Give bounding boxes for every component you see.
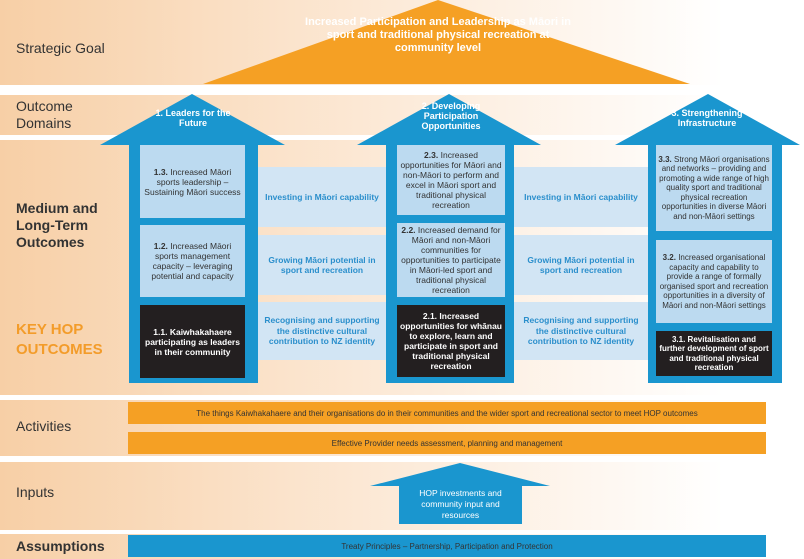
inputs-label: Inputs: [16, 484, 55, 500]
assumptions-label: Assumptions: [16, 538, 105, 554]
domain-title-2: 2. Developing Participation Opportunitie…: [421, 101, 481, 131]
medium-long-term-label: Medium and Long-Term Outcomes: [16, 200, 98, 250]
strip-recognising-2: Recognising and supporting the distincti…: [514, 302, 648, 360]
inputs-arrow: [370, 463, 550, 524]
strategic-goal-label: Strategic Goal: [16, 40, 105, 56]
domain-title-3: 3. Strengthening Infrastructure: [671, 108, 743, 128]
outcome-box-2-3: 2.3. Increased opportunities for Māori a…: [397, 145, 505, 215]
key-outcome-box-3-1: 3.1. Revitalisation and further developm…: [656, 331, 772, 376]
strip-recognising-1: Recognising and supporting the distincti…: [258, 302, 386, 360]
strip-investing-1: Investing in Māori capability: [258, 167, 386, 227]
outcome-domains-label: Outcome Domains: [16, 98, 73, 131]
inputs-text: HOP investments and community input and …: [419, 488, 502, 520]
outcome-box-1-2: 1.2. Increased Māori sports management c…: [140, 225, 245, 297]
strategic-goal-text: Increased Participation and Leadership a…: [305, 16, 571, 54]
outcome-box-3-3: 3.3. Strong Māori organisations and netw…: [656, 145, 772, 231]
activities-bar-2: Effective Provider needs assessment, pla…: [128, 432, 766, 454]
outcome-box-1-3: 1.3. Increased Māori sports leadership –…: [140, 145, 245, 218]
strip-growing-2: Growing Māori potential in sport and rec…: [514, 235, 648, 295]
outcome-box-2-2: 2.2. Increased demand for Māori and non-…: [397, 223, 505, 297]
goal-triangle: [203, 0, 690, 84]
key-outcome-box-2-1: 2.1. Increased opportunities for whānau …: [397, 305, 505, 377]
activities-bar-1: The things Kaiwhakahaere and their organ…: [128, 402, 766, 424]
assumptions-bar: Treaty Principles – Partnership, Partici…: [128, 535, 766, 557]
strip-investing-2: Investing in Māori capability: [514, 167, 648, 227]
domain-title-1: 1. Leaders for the Future: [155, 108, 231, 128]
outcome-box-3-2: 3.2. Increased organisational capacity a…: [656, 240, 772, 323]
activities-label: Activities: [16, 418, 72, 434]
key-outcome-box-1-1: 1.1. Kaiwhakahaere participating as lead…: [140, 305, 245, 378]
strip-growing-1: Growing Māori potential in sport and rec…: [258, 235, 386, 295]
key-hop-outcomes-label: KEY HOP OUTCOMES: [16, 321, 103, 358]
